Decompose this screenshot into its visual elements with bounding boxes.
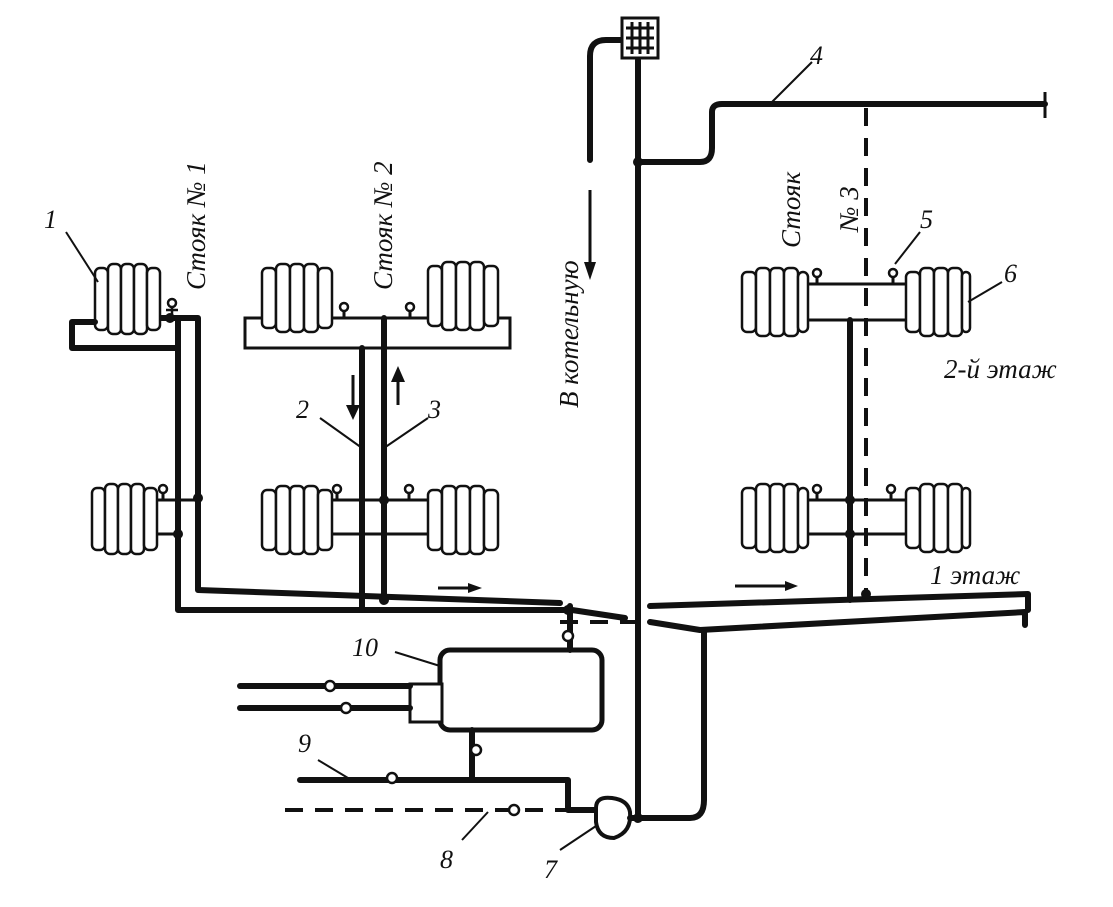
valve — [561, 629, 575, 643]
radiator-riser3-right-floor1 — [904, 482, 972, 554]
radiator-riser2-right-floor1 — [426, 484, 500, 556]
valve — [385, 771, 399, 785]
boiler — [237, 603, 605, 783]
junction-nodes — [165, 157, 871, 823]
valve — [331, 483, 343, 500]
callout-9: 9 — [298, 729, 311, 758]
riser2-label: Стояк № 2 — [368, 161, 398, 290]
expansion-tank — [620, 16, 660, 60]
radiator-riser3-left-floor1 — [740, 482, 810, 554]
return-main — [560, 591, 1031, 821]
valve — [404, 301, 416, 318]
valve — [323, 679, 337, 693]
valve — [339, 701, 353, 715]
callout-3: 3 — [427, 395, 441, 424]
valve — [507, 803, 521, 817]
valve — [811, 267, 823, 284]
to-boiler-room-label: В котельную — [554, 260, 584, 408]
radiator-riser1-floor1 — [90, 482, 159, 556]
valve — [157, 483, 169, 500]
makeup-lines — [285, 777, 603, 813]
riser2-piping — [243, 315, 512, 613]
flow-arrows — [346, 190, 798, 593]
valve — [887, 267, 899, 284]
leader-lines — [65, 61, 1003, 851]
valve — [403, 483, 415, 500]
valve — [338, 301, 350, 318]
valves — [157, 267, 899, 817]
riser1-piping — [69, 315, 573, 613]
riser3-label-a: Стояк — [776, 171, 806, 248]
callout-7: 7 — [544, 855, 558, 884]
radiator-riser2-right-floor2 — [426, 260, 500, 332]
radiator-riser3-left-floor2 — [740, 266, 810, 338]
callout-5: 5 — [920, 205, 933, 234]
valve — [885, 483, 897, 500]
floor2-label: 2-й этаж — [944, 354, 1057, 384]
main-riser — [587, 37, 1048, 821]
callout-8: 8 — [440, 845, 453, 874]
valve — [469, 743, 483, 757]
radiator-riser1-floor2 — [93, 262, 162, 336]
callout-6: 6 — [1004, 259, 1017, 288]
valve — [811, 483, 823, 500]
callout-1: 1 — [44, 205, 57, 234]
riser1-label: Стояк № 1 — [181, 161, 211, 290]
radiator-riser2-left-floor1 — [260, 484, 334, 556]
radiator-riser3-right-floor2 — [904, 266, 972, 338]
floor1-label: 1 этаж — [930, 560, 1020, 590]
callout-4: 4 — [810, 41, 823, 70]
radiator-riser2-left-floor2 — [260, 262, 334, 334]
valve — [166, 297, 178, 318]
callout-10: 10 — [352, 633, 378, 662]
riser3-piping — [808, 108, 906, 603]
callout-2: 2 — [296, 395, 309, 424]
riser3-label-b: № 3 — [834, 186, 864, 233]
